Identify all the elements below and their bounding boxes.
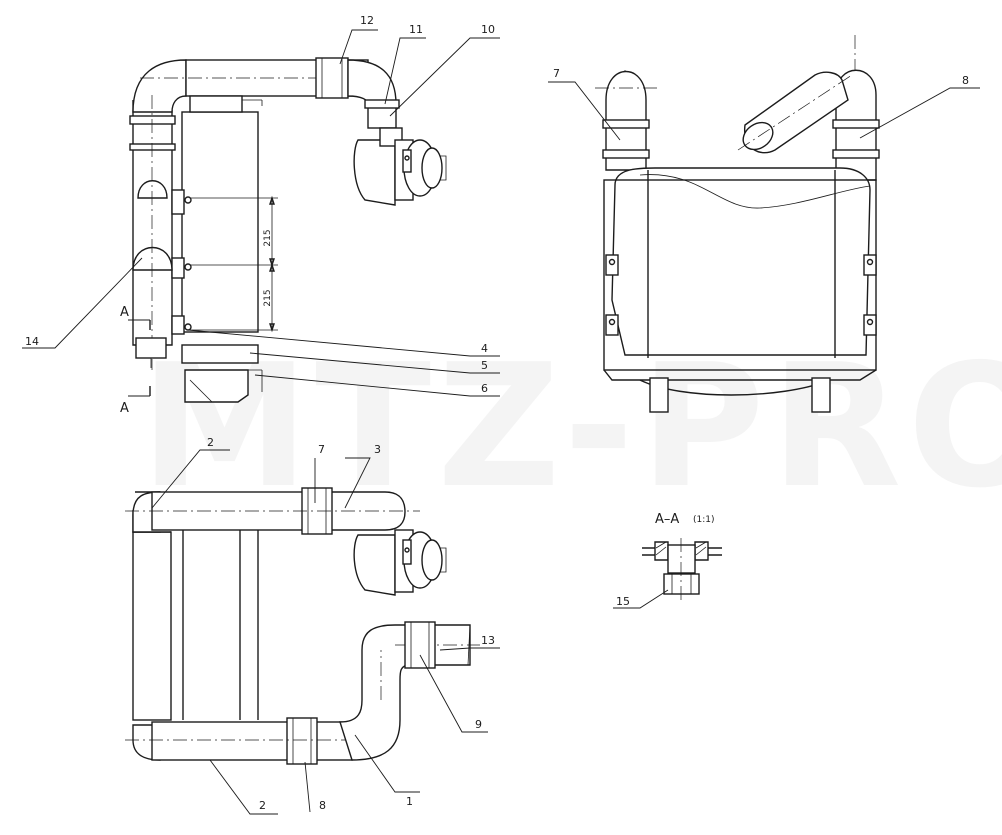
s-bend-pipe bbox=[339, 624, 471, 761]
plan-view bbox=[125, 487, 480, 765]
callout-7-bottom: 7 bbox=[318, 443, 325, 456]
callout-2-top: 2 bbox=[207, 436, 214, 449]
callout-10: 10 bbox=[481, 23, 495, 36]
callout-2-bottom: 2 bbox=[259, 799, 266, 812]
left-vertical-pipe bbox=[132, 531, 172, 721]
callout-14: 14 bbox=[25, 335, 39, 348]
callout-9: 9 bbox=[475, 718, 482, 731]
leaders-bottom-left bbox=[151, 449, 500, 815]
drain-cap bbox=[135, 337, 167, 359]
section-a-a bbox=[613, 538, 722, 609]
section-mark-bottom: A bbox=[120, 401, 129, 416]
dim-lower: 215 bbox=[263, 289, 273, 306]
callout-6: 6 bbox=[481, 382, 488, 395]
callout-15: 15 bbox=[616, 595, 630, 608]
right-elbow bbox=[347, 59, 397, 105]
front-view bbox=[595, 35, 880, 413]
callout-5: 5 bbox=[481, 359, 488, 372]
section-mark-top: A bbox=[120, 305, 129, 320]
leaders-top-right bbox=[548, 81, 980, 141]
section-title: A–A bbox=[655, 512, 679, 527]
callout-12: 12 bbox=[360, 14, 374, 27]
callout-7-right: 7 bbox=[553, 67, 560, 80]
tank-body bbox=[611, 167, 871, 356]
callout-13: 13 bbox=[481, 634, 495, 647]
callout-1: 1 bbox=[406, 795, 413, 808]
turbocharger-plan bbox=[353, 529, 447, 596]
leaders-top-left bbox=[22, 29, 500, 397]
section-scale: (1:1) bbox=[693, 515, 715, 525]
turbocharger-side bbox=[353, 127, 447, 206]
clamp-9 bbox=[404, 621, 436, 669]
bottom-horizontal-pipe bbox=[151, 721, 353, 761]
top-elbow bbox=[132, 59, 187, 113]
callout-4: 4 bbox=[481, 342, 488, 355]
callout-8-right: 8 bbox=[962, 74, 969, 87]
callout-11: 11 bbox=[409, 23, 423, 36]
clamp-12 bbox=[315, 57, 349, 99]
side-view bbox=[128, 57, 447, 403]
callout-3: 3 bbox=[374, 443, 381, 456]
vertical-pipe bbox=[132, 100, 173, 346]
drain-plug-15 bbox=[663, 573, 700, 595]
plug bbox=[667, 544, 696, 574]
radiator-core bbox=[181, 111, 259, 333]
dim-upper: 215 bbox=[263, 229, 273, 246]
callout-8-bottom: 8 bbox=[319, 799, 326, 812]
clamp-8-bottom bbox=[286, 717, 318, 765]
